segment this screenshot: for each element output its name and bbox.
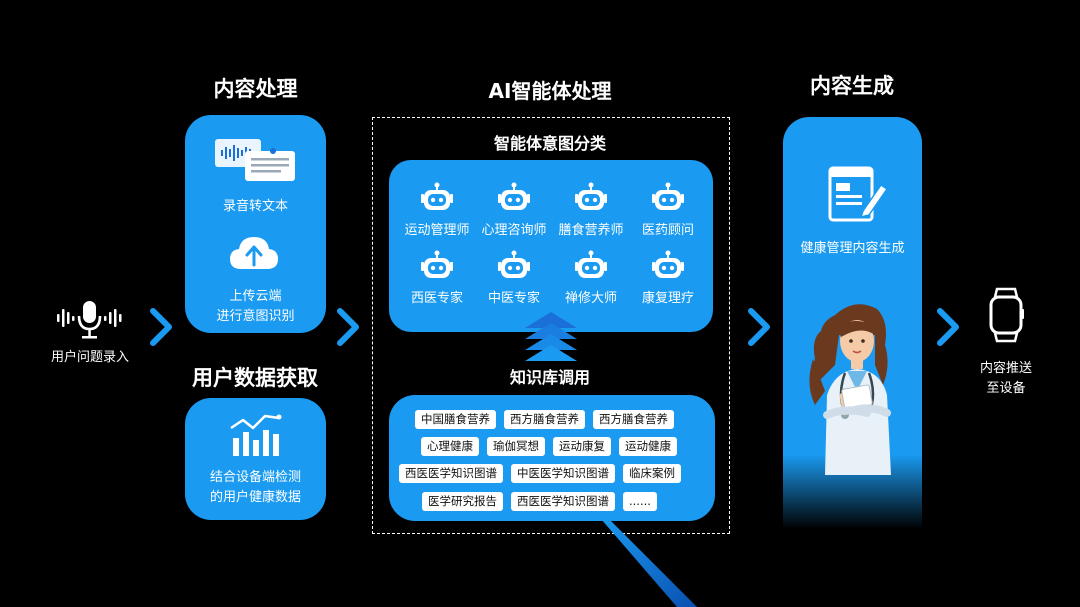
output-label-1: 内容推送 [979, 361, 1032, 376]
chevron-right-icon [337, 308, 359, 346]
upload-label-2: 进行意图识别 [216, 309, 295, 324]
robot-icon [652, 250, 684, 278]
upload-label-1: 上传云端 [229, 289, 282, 304]
robot-icon [421, 182, 453, 210]
agent-label: 心理咨询师 [481, 223, 547, 238]
intent-classification-title: 智能体意图分类 [493, 134, 606, 153]
chevron-right-icon [937, 308, 959, 346]
chevron-right-icon [748, 308, 770, 346]
kb-tag: 运动健康 [619, 437, 677, 456]
content-gen-title: 内容生成 [810, 74, 894, 98]
agent-label: 禅修大师 [564, 291, 617, 306]
kb-tag: 西方膳食营养 [593, 410, 674, 429]
robot-icon [575, 250, 607, 278]
smartwatch-icon [989, 287, 1024, 343]
speech-to-text-label: 录音转文本 [222, 199, 288, 214]
user-data-card: 结合设备端检测 的用户健康数据 [185, 398, 326, 520]
kb-tag: 心理健康 [421, 437, 479, 456]
cloud-upload-icon [230, 237, 278, 269]
input-node: 用户问题录入 [40, 298, 140, 368]
kb-title: 知识库调用 [509, 368, 590, 387]
agent-item: 康复理疗 [628, 250, 708, 306]
agent-item: 禅修大师 [551, 250, 631, 306]
agent-item: 医药顾问 [628, 182, 708, 238]
ai-agent-title: AI智能体处理 [488, 79, 612, 103]
content-gen-card: 健康管理内容生成 [783, 117, 922, 529]
agent-item: 中医专家 [474, 250, 554, 306]
kb-tag: 中国膳食营养 [415, 410, 496, 429]
agent-card [389, 160, 713, 332]
input-label: 用户问题录入 [50, 350, 129, 365]
content-processing-card: 录音转文本 上传云端 进行意图识别 [185, 115, 326, 333]
document-edit-icon [828, 166, 889, 222]
doctor-illustration [809, 304, 891, 475]
kb-tag: 医学研究报告 [422, 492, 503, 511]
content-processing-title: 内容处理 [213, 77, 298, 101]
kb-tag: ...... [623, 492, 657, 511]
microphone-icon [57, 301, 122, 339]
user-data-title: 用户数据获取 [192, 366, 318, 390]
stacked-arrows-up-icon [525, 312, 577, 361]
kb-tag: 西医医学知识图谱 [511, 492, 615, 511]
kb-tag: 瑜伽冥想 [487, 437, 545, 456]
agent-item: 西医专家 [397, 250, 477, 306]
robot-icon [575, 182, 607, 210]
kb-tag: 西方膳食营养 [504, 410, 585, 429]
agent-label: 运动管理师 [404, 223, 470, 238]
content-gen-label: 健康管理内容生成 [800, 241, 905, 256]
agent-item: 膳食营养师 [551, 182, 631, 238]
chevron-right-icon [150, 308, 172, 346]
user-data-label-1: 结合设备端检测 [209, 470, 301, 485]
bar-chart-icon [230, 414, 282, 456]
kb-tag: 运动康复 [553, 437, 611, 456]
agent-label: 中医专家 [487, 291, 540, 306]
agent-label: 康复理疗 [641, 291, 694, 306]
ai-agent-dashed-frame [372, 117, 730, 534]
agent-label: 膳食营养师 [558, 223, 624, 238]
output-label-2: 至设备 [986, 381, 1026, 396]
speech-to-text-icon [215, 139, 295, 181]
robot-icon [498, 182, 530, 210]
kb-tag: 临床案例 [623, 464, 681, 483]
kb-tag: 中医医学知识图谱 [511, 464, 615, 483]
robot-icon [498, 250, 530, 278]
kb-tag: 西医医学知识图谱 [399, 464, 503, 483]
robot-icon [652, 182, 684, 210]
agent-label: 医药顾问 [641, 223, 694, 238]
robot-icon [421, 250, 453, 278]
agent-item: 运动管理师 [397, 182, 477, 238]
agent-label: 西医专家 [410, 291, 463, 306]
agent-item: 心理咨询师 [474, 182, 554, 238]
user-data-label-2: 的用户健康数据 [209, 490, 301, 505]
